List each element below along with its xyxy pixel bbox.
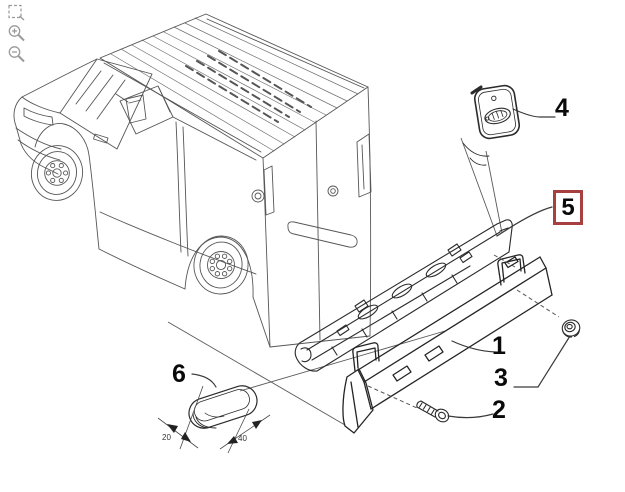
dimension-arrows [167,420,262,444]
door-handle [93,133,109,144]
rear-wheel [193,235,249,295]
callout-label-1[interactable]: 1 [492,332,506,360]
zoom-in-button[interactable] [4,23,30,44]
nut-dash-line [516,289,560,318]
emblem-oval [484,107,511,125]
rear-door-split [315,120,321,341]
marquee-icon [8,4,25,21]
van-rear-doors [262,86,372,348]
region-indicator-lines [167,137,503,426]
rear-badge [327,185,339,197]
leader-line-4 [512,108,556,118]
assembly-dash-lines [367,254,560,409]
part-4-emblem-plate [462,84,521,166]
zoom-in-icon [8,25,25,42]
leader-line-6 [191,373,217,388]
select-area-button[interactable] [4,2,30,23]
windshield [59,58,153,150]
callout-leader-lines [191,108,571,419]
leader-line-1 [451,340,496,353]
roof-ribs [110,17,359,152]
tail-lamp-left [263,165,275,216]
headlight [23,107,54,126]
bolt-dash-line [367,385,418,409]
van-front-end [13,58,100,250]
callout-label-2[interactable]: 2 [492,396,506,424]
viewer-toolbar [4,2,30,65]
zoom-out-icon [8,46,25,63]
side-mirror [125,94,147,124]
leader-line-3 [513,335,571,388]
front-wheel [30,145,84,201]
van-roof [99,13,369,159]
callout-label-3[interactable]: 3 [494,364,508,392]
van-illustration [13,13,372,348]
dimension-line-20 [157,417,199,449]
part-6-buffer-pad [188,385,258,429]
callout-label-4[interactable]: 4 [555,94,569,122]
van-side [93,85,271,348]
callout-5-highlight-box[interactable]: 5 [553,190,583,225]
part-5-reinforcement-beam [294,219,513,372]
dimension-value-20: 20 [162,433,171,442]
rear-door-handle-trim [287,221,358,248]
zoom-out-button[interactable] [4,44,30,65]
sliding-door-edge [182,126,189,257]
callout-label-6[interactable]: 6 [172,360,186,388]
callout-label-5: 5 [561,193,575,221]
tail-lamp-right [356,133,372,198]
roof-vent-grid [185,50,312,123]
dimension-value-40: 40 [238,434,247,443]
part-1-bumper-beam [342,254,553,434]
leader-line-2 [447,413,494,419]
part-2-bolt [416,400,450,423]
part-3-nut [561,319,581,338]
pad-dimension-annotations: 20 40 [157,385,271,454]
rear-wheel-arch [184,236,254,298]
fuel-cap [251,189,265,203]
leader-line-5 [496,206,553,237]
front-wheel-arch [34,123,90,156]
b-pillar [175,121,182,253]
